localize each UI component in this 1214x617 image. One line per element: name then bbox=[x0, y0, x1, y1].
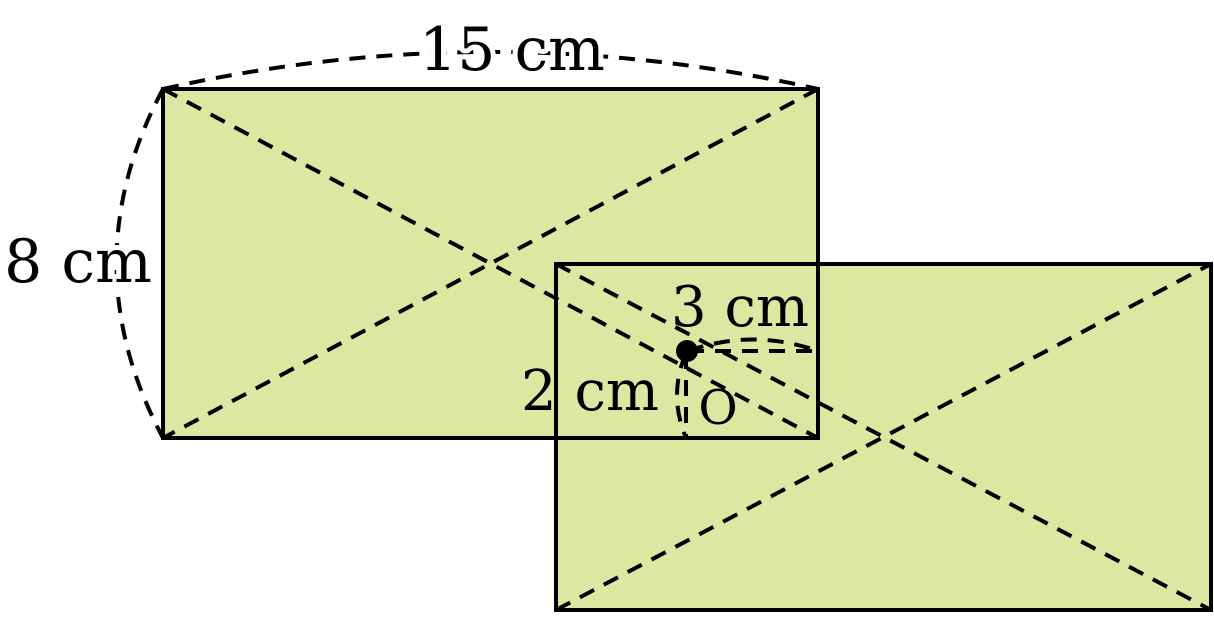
center-label: O bbox=[698, 380, 737, 436]
rectangle-b-outline bbox=[554, 262, 1213, 612]
center-point-o bbox=[676, 340, 698, 362]
width-dimension-arc bbox=[162, 50, 819, 91]
rectangle-b-diagonal-1 bbox=[555, 262, 1212, 612]
rectangle-a-diagonal-2 bbox=[162, 87, 819, 440]
rectangle-a-diagonal-1 bbox=[162, 87, 819, 440]
vertical-offset-arc bbox=[675, 352, 688, 439]
vertical-offset-label: 2 cm bbox=[521, 359, 659, 424]
width-label: 15 cm bbox=[419, 15, 605, 85]
rectangle-b-diagonal-2 bbox=[555, 262, 1212, 612]
horizontal-offset-arc bbox=[687, 337, 819, 353]
horizontal-offset-label: 3 cm bbox=[671, 275, 809, 340]
height-label: 8 cm bbox=[4, 227, 152, 297]
